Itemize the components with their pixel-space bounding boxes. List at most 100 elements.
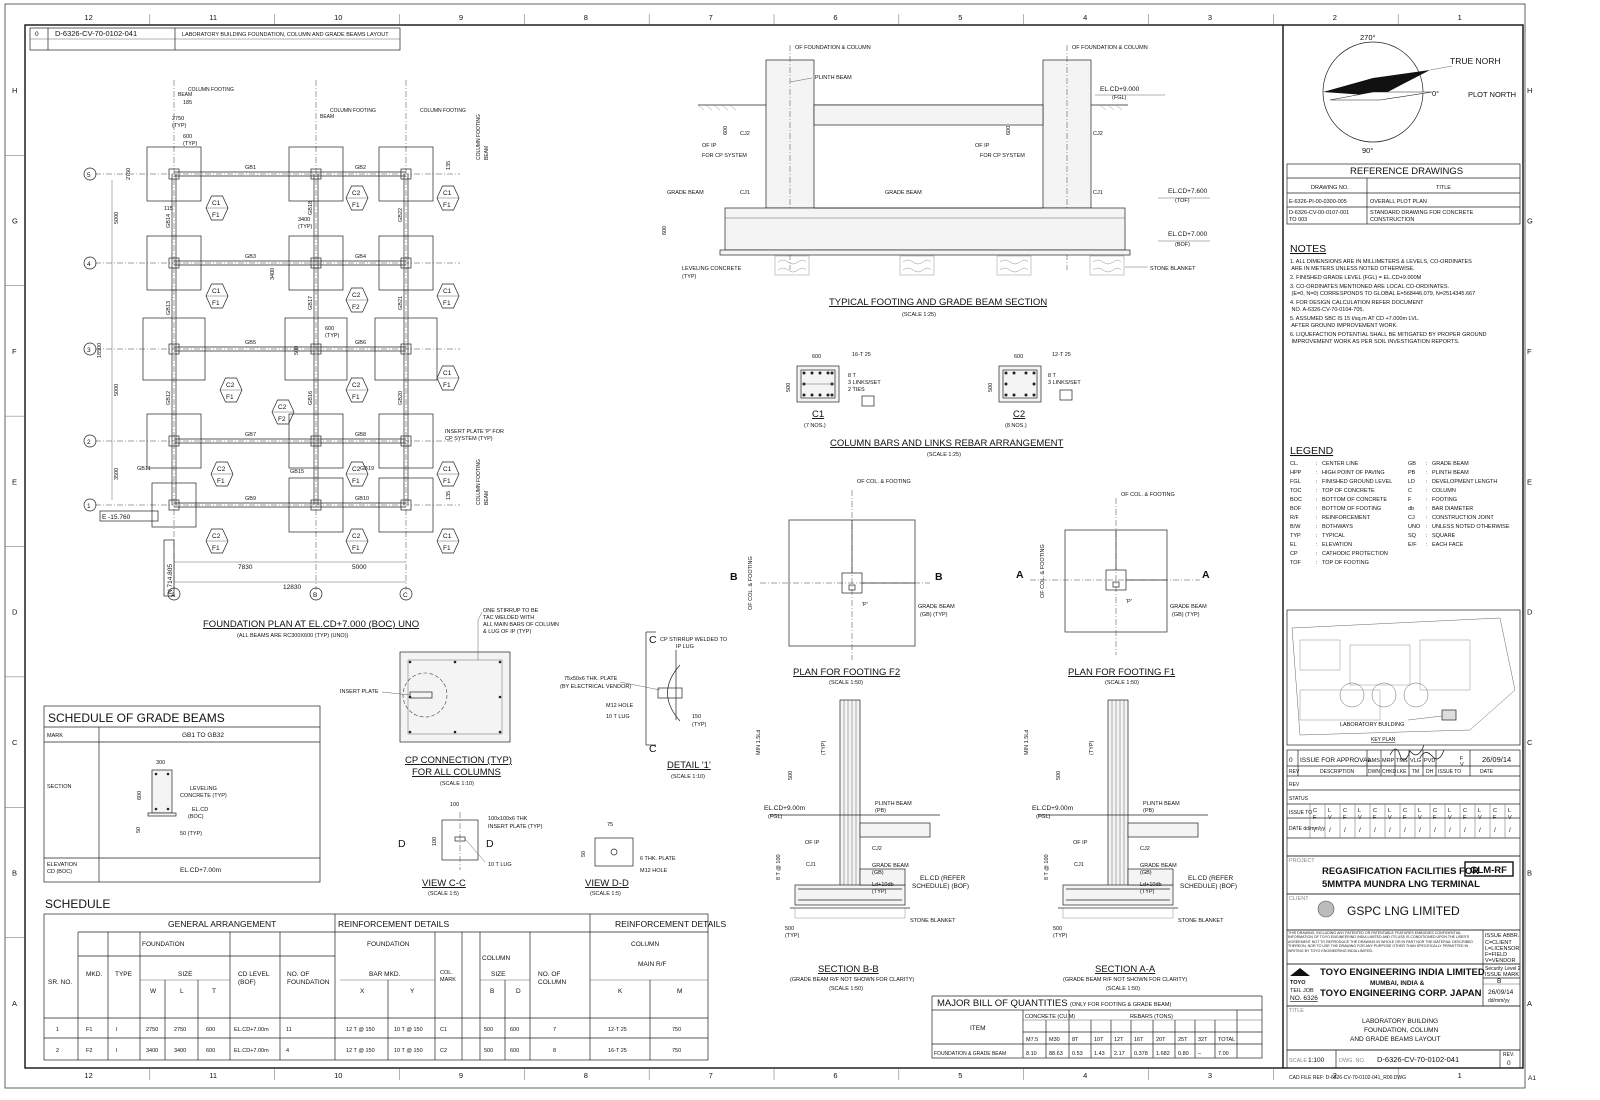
dim: (TYP)	[325, 333, 340, 339]
callout: 500	[788, 771, 794, 780]
footing-tag-top: C2	[352, 382, 361, 389]
svg-text:EL.CD: EL.CD	[192, 807, 208, 813]
rev-header: ISSUE TO	[1438, 769, 1461, 775]
col-header: CD LEVEL(BOF)	[238, 971, 270, 986]
column-outline	[310, 257, 322, 269]
issue-flag: V	[1448, 815, 1452, 821]
grid-number: 1	[1458, 1071, 1462, 1080]
svg-text:(SCALE 1:10): (SCALE 1:10)	[440, 781, 474, 787]
footing-tag-top: C1	[443, 288, 452, 295]
plan-f1-title: PLAN FOR FOOTING F1	[1068, 667, 1175, 678]
schedule-subheader: FOUNDATION	[142, 941, 185, 948]
column-outline	[400, 435, 412, 447]
schedule-cell: EL.CD+7.00m	[234, 1027, 269, 1033]
boq-col: M7.5	[1026, 1037, 1038, 1043]
schedule-cell: 12 T @ 150	[346, 1027, 375, 1033]
boq-header: CONCRETE (CU.M)	[1025, 1014, 1075, 1020]
svg-text:(SCALE 1:50): (SCALE 1:50)	[829, 680, 863, 686]
footing-outline	[374, 317, 438, 381]
column-outline	[168, 343, 180, 355]
callout: CJ2	[872, 846, 882, 852]
schedule-title: SCHEDULE	[45, 897, 110, 911]
header-title: LABORATORY BUILDING FOUNDATION, COLUMN A…	[182, 32, 389, 38]
schedule-cell: 7	[553, 1027, 556, 1033]
grid-letter: G	[12, 217, 18, 226]
detail-1-title: DETAIL '1'	[667, 760, 711, 771]
svg-text:A1: A1	[1528, 1075, 1536, 1082]
callout: COLUMN FOOTING	[188, 87, 234, 93]
grid-axis-col: C	[403, 592, 408, 599]
rev-initial: PVD	[1424, 758, 1435, 764]
date-slash: /	[1464, 827, 1466, 834]
view-cc: 100 100 D D 100x100x6 THK INSERT PLATE (…	[398, 802, 543, 870]
svg-text:(SCALE 1:25): (SCALE 1:25)	[927, 452, 961, 458]
legend-colon: :	[1426, 506, 1428, 512]
column-outline	[310, 168, 322, 180]
dim: (TYP)	[785, 933, 800, 939]
legend-abbr: BOC	[1290, 497, 1302, 503]
legend-abbr: SQ	[1408, 533, 1417, 539]
svg-text:OF COL. & FOOTING: OF COL. & FOOTING	[1040, 544, 1046, 598]
rev-initial: VLG	[1410, 758, 1421, 764]
footing-tag-top: C1	[212, 200, 221, 207]
toyo-logo-icon	[1290, 968, 1310, 976]
callout: STONE BLANKET	[1178, 918, 1224, 924]
svg-text:(GB) (TYP): (GB) (TYP)	[1172, 612, 1200, 618]
svg-text:0: 0	[1507, 1060, 1511, 1067]
col-sub: Y	[410, 988, 415, 995]
title-block: TITLE LABORATORY BUILDING FOUNDATION, CO…	[1286, 1005, 1521, 1051]
beam-label: GB4	[355, 254, 366, 260]
grid-letter: B	[1527, 868, 1532, 877]
column-bar-details: 600 500 16-T 25 8 T 3 LINKS/SET 2 TIES C…	[786, 352, 1081, 429]
svg-text:6 THK. PLATE: 6 THK. PLATE	[640, 856, 676, 862]
footing-tag-top: C1	[212, 288, 221, 295]
issue-flag: F	[1403, 815, 1407, 821]
legend-colon: :	[1426, 533, 1428, 539]
svg-text:100x100x6 THK: 100x100x6 THK	[488, 816, 528, 822]
rev-header: DWN	[1368, 769, 1380, 775]
grid-number: 5	[958, 13, 962, 22]
boq-col: 20T	[1156, 1037, 1166, 1043]
legend-colon: :	[1426, 542, 1428, 548]
svg-text:OF FOUNDATION & COLUMN: OF FOUNDATION & COLUMN	[795, 45, 871, 51]
svg-text:2 TIES: 2 TIES	[848, 387, 865, 393]
callout: 500	[1056, 771, 1062, 780]
beam-label: GB10	[355, 496, 369, 502]
footing-tag-bottom: F1	[352, 202, 360, 209]
svg-text:CJ2: CJ2	[740, 131, 750, 137]
svg-text:SCHEDULE OF GRADE BEAMS: SCHEDULE OF GRADE BEAMS	[48, 711, 225, 725]
svg-text:5MMTPA MUNDRA LNG TERMINAL: 5MMTPA MUNDRA LNG TERMINAL	[1322, 879, 1480, 890]
rev-row-label: STATUS	[1289, 796, 1309, 802]
svg-text:GLM-RF: GLM-RF	[1470, 865, 1507, 876]
dim: 115	[164, 206, 173, 212]
col-header: SIZE	[178, 971, 193, 978]
boq-col: 10T	[1094, 1037, 1104, 1043]
callout: (GB)	[1140, 870, 1152, 876]
svg-text:INSERT PLATE: INSERT PLATE	[340, 689, 379, 695]
svg-text:PLOT NORTH: PLOT NORTH	[1468, 90, 1516, 99]
footing-tag-bottom: F1	[212, 300, 220, 307]
schedule-cell: 10 T @ 150	[394, 1048, 423, 1054]
callout: Ld+10db	[872, 882, 894, 888]
typical-footing-section: OF FOUNDATION & COLUMN OF FOUNDATION & C…	[662, 45, 1210, 280]
grid-letter: D	[1527, 608, 1533, 617]
beam-label: GB1	[245, 165, 256, 171]
legend-desc: BOTTOM OF FOOTING	[1322, 506, 1381, 512]
callout: COLUMN FOOTING	[420, 108, 466, 114]
legend-colon: :	[1316, 461, 1318, 467]
column-outline	[310, 343, 322, 355]
callout: COLUMN FOOTING	[476, 459, 482, 505]
legend-desc: BOTHWAYS	[1322, 524, 1353, 530]
grid-number: 12	[84, 1071, 92, 1080]
callout: COLUMN FOOTING	[330, 108, 376, 114]
svg-text:(SCALE 1:10): (SCALE 1:10)	[671, 774, 705, 780]
footing-outline	[284, 317, 348, 381]
grid-number: 4	[1083, 1071, 1087, 1080]
footing-outline	[378, 235, 434, 291]
beam-label: GB7	[245, 432, 256, 438]
schedule-cell: 1	[56, 1027, 59, 1033]
plan-f2-title: PLAN FOR FOOTING F2	[793, 667, 900, 678]
svg-text:L=LICENSOR: L=LICENSOR	[1485, 946, 1519, 952]
beam-label: GB8	[355, 432, 366, 438]
